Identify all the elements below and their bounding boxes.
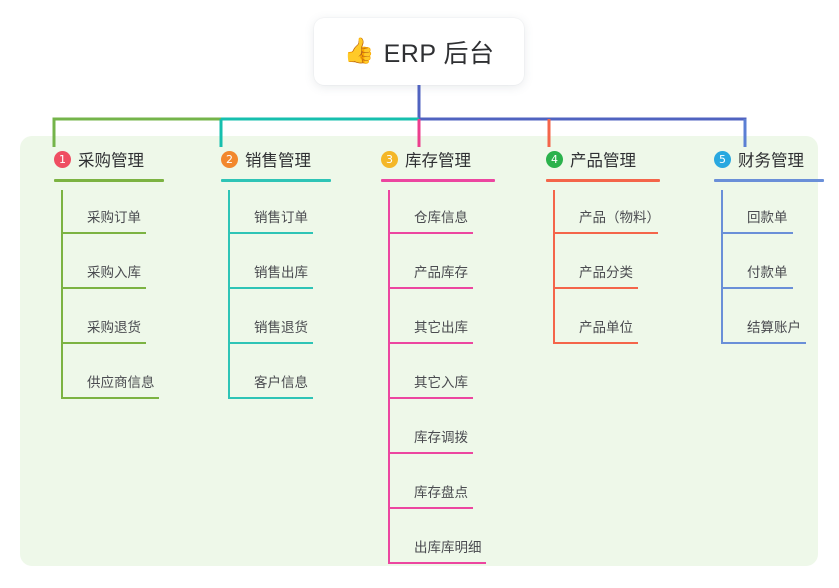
branch-badge-2: 2 xyxy=(221,150,238,168)
leaf-node-label: 其它入库 xyxy=(414,375,468,390)
leaf-node-underline xyxy=(721,287,793,289)
branch-spine-4 xyxy=(553,190,555,344)
leaf-node-underline xyxy=(228,287,313,289)
branch-badge-4: 4 xyxy=(546,150,563,168)
leaf-node-underline xyxy=(228,397,313,399)
leaf-node-label: 客户信息 xyxy=(254,375,308,390)
leaf-node-label: 库存调拨 xyxy=(414,430,468,445)
leaf-node-label: 供应商信息 xyxy=(87,375,155,390)
leaf-node-underline xyxy=(553,232,658,234)
branch-column-3: 3 库存管理仓库信息产品库存其它出库其它入库库存调拨库存盘点出库库明细 xyxy=(363,146,513,564)
leaf-node-underline xyxy=(61,287,146,289)
leaf-node-underline xyxy=(388,397,473,399)
branch-column-2: 2 销售管理销售订单销售出库销售退货客户信息 xyxy=(203,146,353,399)
leaf-node-label: 产品分类 xyxy=(579,265,633,280)
root-node-content: 👍 ERP 后台 xyxy=(343,34,494,70)
leaf-node-label: 采购订单 xyxy=(87,210,141,225)
branch-badge-3: 3 xyxy=(381,150,398,168)
leaf-node-label: 库存盘点 xyxy=(414,485,468,500)
leaf-node-label: 回款单 xyxy=(747,210,788,225)
branch-underline-5 xyxy=(714,179,824,182)
leaf-node-label: 销售订单 xyxy=(254,210,308,225)
root-node-title: ERP 后台 xyxy=(383,39,495,68)
branch-title-3: 库存管理 xyxy=(405,152,471,170)
leaf-node-label: 产品（物料） xyxy=(579,210,660,225)
leaf-node-underline xyxy=(388,232,473,234)
leaf-node-underline xyxy=(388,562,486,564)
leaf-node-label: 销售出库 xyxy=(254,265,308,280)
branch-underline-3 xyxy=(381,179,495,182)
branches-panel xyxy=(20,136,818,566)
branch-header-4[interactable]: 4 产品管理 xyxy=(528,146,688,172)
branch-spine-2 xyxy=(228,190,230,399)
leaf-node-label: 结算账户 xyxy=(747,320,801,335)
leaf-node-label: 销售退货 xyxy=(254,320,308,335)
leaf-node-underline xyxy=(61,342,146,344)
leaf-node-label: 出库库明细 xyxy=(414,540,482,555)
leaf-node-underline xyxy=(228,342,313,344)
leaf-node-underline xyxy=(388,287,473,289)
leaf-node-label: 产品单位 xyxy=(579,320,633,335)
leaf-node-underline xyxy=(388,507,473,509)
leaf-node-label: 其它出库 xyxy=(414,320,468,335)
branch-spine-3 xyxy=(388,190,390,564)
leaf-node-label: 仓库信息 xyxy=(414,210,468,225)
leaf-node-underline xyxy=(553,287,638,289)
leaf-node-label: 付款单 xyxy=(747,265,788,280)
branch-column-1: 1 采购管理采购订单采购入库采购退货供应商信息 xyxy=(36,146,186,399)
leaf-node-label: 采购入库 xyxy=(87,265,141,280)
leaf-node-underline xyxy=(388,452,473,454)
branch-column-5: 5 财务管理回款单付款单结算账户 xyxy=(696,146,826,344)
branch-header-5[interactable]: 5 财务管理 xyxy=(696,146,826,172)
thumbs-up-icon: 👍 xyxy=(343,37,375,65)
branch-title-5: 财务管理 xyxy=(738,152,804,170)
leaf-node-underline xyxy=(61,397,159,399)
branch-title-1: 采购管理 xyxy=(78,152,144,170)
branch-spine-5 xyxy=(721,190,723,344)
branch-badge-1: 1 xyxy=(54,150,71,168)
branch-title-4: 产品管理 xyxy=(570,152,636,170)
branch-header-2[interactable]: 2 销售管理 xyxy=(203,146,353,172)
branch-header-1[interactable]: 1 采购管理 xyxy=(36,146,186,172)
branch-badge-5: 5 xyxy=(714,150,731,168)
leaf-node-underline xyxy=(721,232,793,234)
root-node-card[interactable]: 👍 ERP 后台 xyxy=(314,18,524,85)
leaf-node-underline xyxy=(61,232,146,234)
branch-spine-1 xyxy=(61,190,63,399)
leaf-node-underline xyxy=(553,342,638,344)
leaf-node-underline xyxy=(721,342,806,344)
leaf-node-label: 产品库存 xyxy=(414,265,468,280)
leaf-node-label: 采购退货 xyxy=(87,320,141,335)
branch-header-3[interactable]: 3 库存管理 xyxy=(363,146,513,172)
leaf-node-underline xyxy=(388,342,473,344)
branch-underline-2 xyxy=(221,179,331,182)
leaf-node-underline xyxy=(228,232,313,234)
branch-column-4: 4 产品管理产品（物料） 产品分类产品单位 xyxy=(528,146,688,344)
branch-underline-1 xyxy=(54,179,164,182)
branch-title-2: 销售管理 xyxy=(245,152,311,170)
branch-underline-4 xyxy=(546,179,660,182)
